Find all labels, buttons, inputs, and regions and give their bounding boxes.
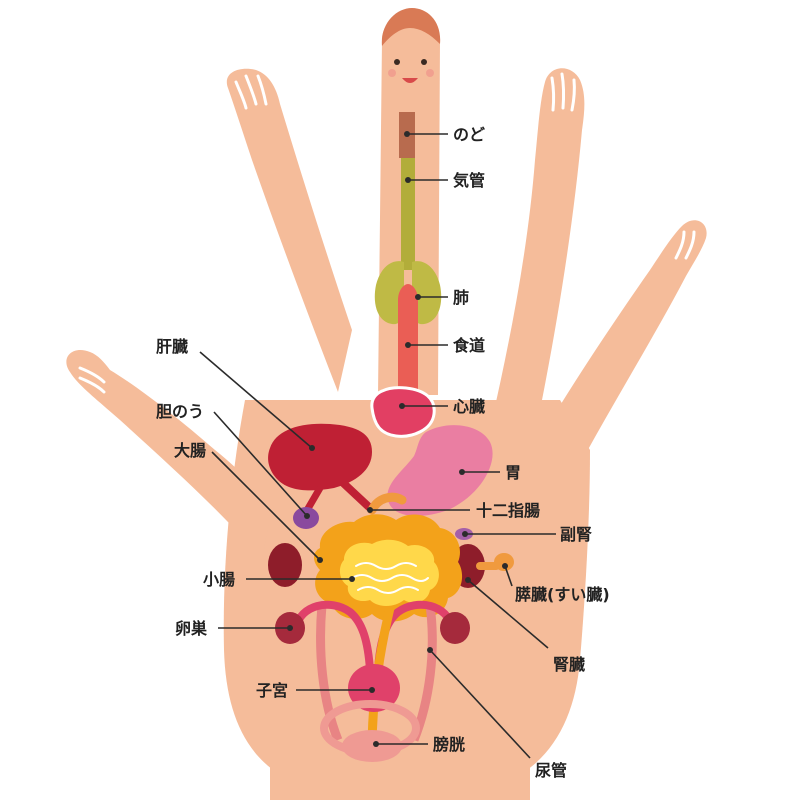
label-ovary: 卵巣 — [175, 619, 208, 638]
label-duodenum: 十二指腸 — [476, 501, 540, 520]
index-finger — [226, 68, 352, 393]
pinky-finger — [545, 220, 707, 455]
label-lungs: 肺 — [453, 288, 469, 307]
fallopian-tube-left — [292, 600, 374, 671]
right-eye — [421, 59, 427, 65]
ring-finger — [492, 68, 585, 421]
bile-duct — [337, 477, 373, 511]
kidney-left — [268, 543, 302, 587]
labels: のど 気管 肺 食道 心臓 胃 十二指腸 副腎 膵臓(すい臓) 腎臓 尿管 膀胱… — [156, 125, 610, 780]
fingertip-lines — [78, 72, 696, 394]
label-kidney: 腎臓 — [553, 655, 585, 674]
label-small-intestine: 小腸 — [203, 570, 235, 589]
label-large-intestine: 大腸 — [174, 441, 206, 460]
label-liver: 肝臓 — [156, 337, 188, 356]
left-eye — [394, 59, 400, 65]
face — [381, 8, 441, 83]
liver-shape — [268, 423, 372, 491]
right-cheek — [426, 69, 434, 77]
label-throat: のど — [453, 125, 485, 144]
leader-lines — [199, 131, 556, 759]
esophagus-shape — [398, 284, 418, 390]
duodenum-shape — [367, 492, 407, 515]
heart-shape — [370, 386, 436, 438]
label-heart: 心臓 — [453, 397, 485, 416]
label-esophagus: 食道 — [452, 336, 485, 355]
trachea-shape — [401, 158, 415, 270]
label-trachea: 気管 — [453, 171, 485, 190]
stomach-shape — [387, 425, 493, 516]
hair — [381, 8, 441, 46]
left-cheek — [388, 69, 396, 77]
label-pancreas: 膵臓(すい臓) — [515, 585, 610, 604]
label-stomach: 胃 — [505, 463, 521, 482]
ureter-left — [316, 604, 343, 742]
label-gallbladder: 胆のう — [156, 402, 204, 421]
label-adrenal: 副腎 — [560, 525, 592, 544]
lungs-shape — [374, 261, 442, 325]
small-intestine-coils — [351, 562, 429, 594]
mouth — [402, 78, 418, 83]
bladder-shape — [342, 730, 402, 762]
pancreas-tail — [494, 553, 514, 571]
organs — [268, 112, 514, 762]
thumb — [66, 350, 272, 560]
label-bladder: 膀胱 — [433, 735, 465, 754]
ovary-right — [440, 612, 470, 644]
label-ureter: 尿管 — [535, 761, 567, 780]
small-intestine-shape — [339, 539, 439, 606]
label-uterus: 子宮 — [256, 681, 288, 700]
